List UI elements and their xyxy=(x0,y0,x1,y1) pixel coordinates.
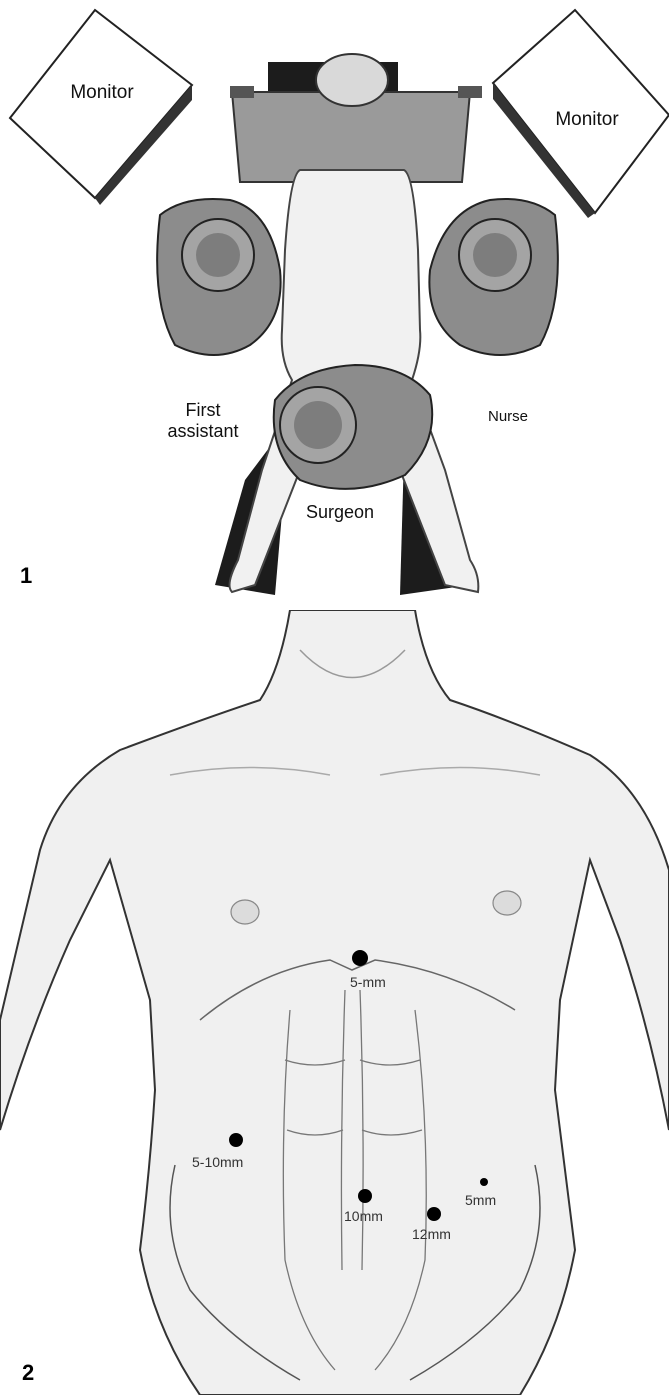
figure-1-or-layout: Monitor Monitor First assistant Nurse Su… xyxy=(0,0,669,610)
patient-head xyxy=(316,54,388,106)
monitor-left-box xyxy=(10,10,192,205)
rail-left xyxy=(230,86,254,98)
surgeon-label: Surgeon xyxy=(296,502,384,523)
port-5mm-epigastric-dot xyxy=(352,950,368,966)
nurse-figure xyxy=(429,199,557,355)
figure-2-port-sites: 5-mm 5-10mm 10mm 12mm 5mm 2 xyxy=(0,610,669,1395)
nurse-label: Nurse xyxy=(478,408,538,425)
first-assistant-figure xyxy=(157,199,280,355)
figure-1-number: 1 xyxy=(20,563,32,589)
port-5mm-label: 5mm xyxy=(465,1192,496,1208)
port-5mm-left-dot xyxy=(480,1178,488,1186)
monitor-right-label: Monitor xyxy=(544,109,630,131)
nipple-left xyxy=(231,900,259,924)
surgeon-figure xyxy=(274,365,432,489)
port-5-10mm-dot xyxy=(229,1133,243,1147)
monitor-left-label: Monitor xyxy=(62,82,142,104)
figure-2-number: 2 xyxy=(22,1360,34,1386)
port-12mm-dot xyxy=(427,1207,441,1221)
port-5-10mm-label: 5-10mm xyxy=(192,1154,243,1170)
port-10mm-label: 10mm xyxy=(344,1208,383,1224)
rail-right xyxy=(458,86,482,98)
first-assistant-label: First assistant xyxy=(155,400,251,441)
torso-outline xyxy=(0,610,669,1395)
port-10mm-umbilical-dot xyxy=(358,1189,372,1203)
port-12mm-label: 12mm xyxy=(412,1226,451,1242)
port-5mm-epigastric-label: 5-mm xyxy=(350,974,386,990)
nipple-right xyxy=(493,891,521,915)
torso-drawing xyxy=(0,610,669,1395)
